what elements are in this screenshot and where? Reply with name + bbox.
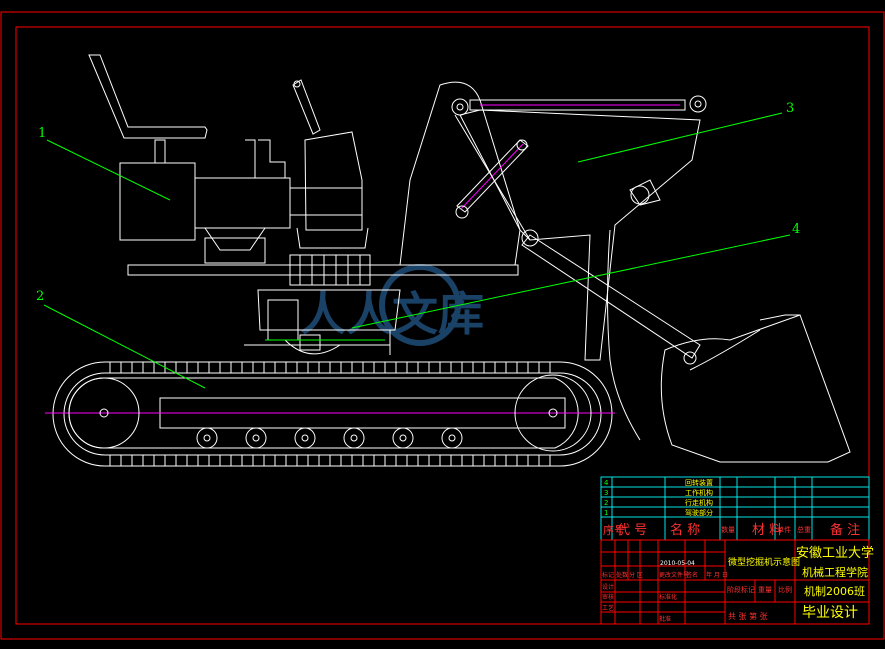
road-wheel-hub xyxy=(448,434,456,442)
role-approve: 批准 xyxy=(659,615,671,623)
callout-3: 3 xyxy=(786,101,794,116)
callout-1: 1 xyxy=(38,126,46,141)
control-column xyxy=(289,79,369,249)
role-design: 设计 xyxy=(602,583,614,591)
hdr-remark: 备 注 xyxy=(830,522,860,538)
hdr-code: 代 号 xyxy=(617,523,647,538)
road-wheel-hub xyxy=(399,434,407,442)
callout-4: 4 xyxy=(792,222,800,237)
bucket-cylinder xyxy=(455,139,529,219)
callout-2: 2 xyxy=(36,289,44,304)
rev-zone: 分 区 xyxy=(629,571,643,579)
rev-date: 年 月 日 xyxy=(706,571,728,579)
role-review: 审核 xyxy=(602,593,614,601)
slewing-drive xyxy=(244,289,401,355)
slew-bolts xyxy=(299,255,361,285)
road-wheel xyxy=(196,427,218,449)
hdr-qty: 数量 xyxy=(721,525,735,534)
callouts: 1 2 3 4 xyxy=(36,101,800,389)
role-process: 工艺 xyxy=(602,604,614,612)
part-no-2: 2 xyxy=(604,499,608,507)
road-wheel-hub xyxy=(301,434,309,442)
scale-label: 比例 xyxy=(778,585,792,594)
road-wheel xyxy=(343,427,365,449)
leader-4 xyxy=(351,234,791,329)
upper-platform xyxy=(127,264,519,276)
university-name: 安徽工业大学 xyxy=(796,545,874,561)
leader-2 xyxy=(43,304,206,389)
linkage xyxy=(521,229,701,441)
watermark-text: 人人文库 xyxy=(300,287,484,341)
drawing-title: 微型挖掘机示意图 xyxy=(728,556,800,568)
slewing-ring xyxy=(289,254,371,286)
weight-label: 重量 xyxy=(758,586,772,594)
main-title-grid xyxy=(600,539,870,625)
road-wheel xyxy=(392,427,414,449)
part-name-2: 行走机构 xyxy=(685,498,713,507)
operator-seat xyxy=(88,54,291,264)
part-name-1: 驾驶部分 xyxy=(685,508,713,517)
road-wheel-hub xyxy=(252,434,260,442)
part-no-4: 4 xyxy=(604,479,609,487)
rev-count: 处数 xyxy=(616,571,628,579)
idler-wheel xyxy=(68,377,140,449)
title-block: 4 回转装置 3 工作机构 2 行走机构 1 驾驶部分 序号 代 号 名 称 数… xyxy=(600,476,874,625)
stick-arm xyxy=(454,109,701,361)
watermark-logo: 人人文库 xyxy=(300,264,484,346)
sheets-label: 共 张 第 张 xyxy=(728,611,768,621)
role-standard: 标准化 xyxy=(659,593,677,601)
part-no-3: 3 xyxy=(604,489,608,497)
hdr-material: 材 料 xyxy=(752,523,782,538)
design-type: 毕业设计 xyxy=(802,605,858,621)
road-wheel-hub xyxy=(350,434,358,442)
road-wheel xyxy=(245,427,267,449)
date-value: 2010-05-04 xyxy=(660,560,695,567)
bucket xyxy=(660,314,851,463)
boom-cylinder xyxy=(469,95,707,113)
rev-doc: 更改文件号 xyxy=(659,571,689,579)
boom xyxy=(399,81,521,266)
part-no-1: 1 xyxy=(604,509,608,517)
hdr-seq: 序号 xyxy=(603,523,625,537)
hdr-unit-weight: 单件 xyxy=(777,525,791,534)
inner-frame xyxy=(15,26,870,625)
hdr-name: 名 称 xyxy=(670,522,700,538)
stage-mark: 阶段标记 xyxy=(727,585,755,594)
leader-1 xyxy=(46,139,171,201)
rev-mark: 标记 xyxy=(602,571,614,579)
school-name: 机械工程学院 xyxy=(802,565,868,579)
crawler-track xyxy=(45,361,615,467)
outer-frame xyxy=(0,11,885,640)
part-name-4: 回转装置 xyxy=(685,478,713,487)
leader-3 xyxy=(577,112,783,163)
part-name-3: 工作机构 xyxy=(685,488,713,497)
road-wheel-hub xyxy=(203,434,211,442)
road-wheel xyxy=(441,427,463,449)
road-wheel xyxy=(294,427,316,449)
hdr-total-weight: 总重 xyxy=(797,525,811,534)
rev-sign: 签名 xyxy=(686,571,698,579)
drive-sprocket xyxy=(514,374,592,452)
class-name: 机制2006班 xyxy=(804,584,865,598)
